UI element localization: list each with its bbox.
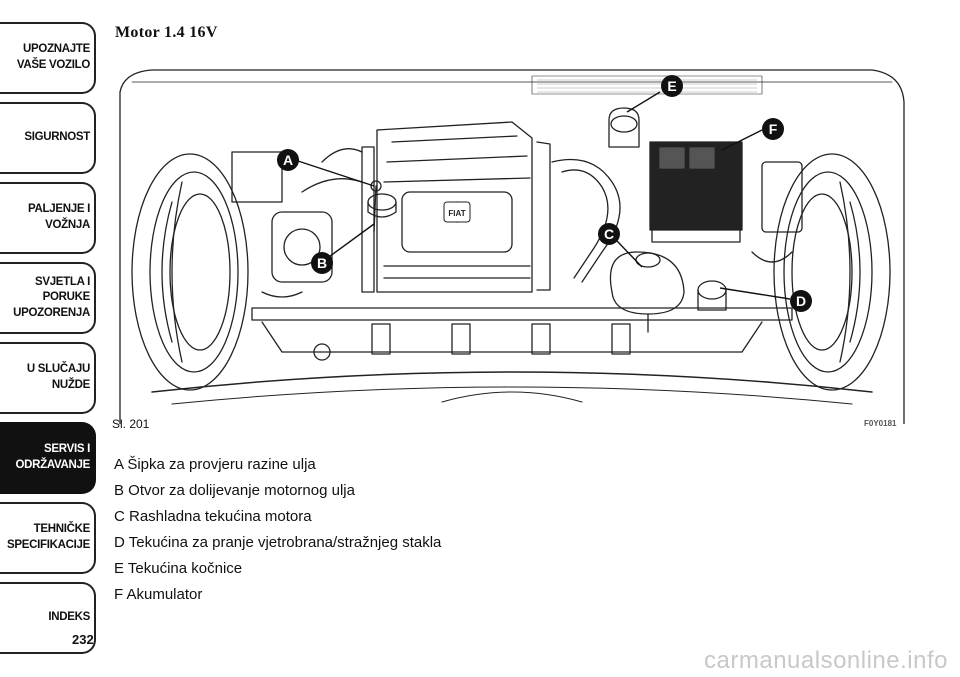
fiat-badge: FIAT	[448, 209, 465, 218]
callout-b: B	[311, 252, 333, 274]
engine-bay-drawing: FIAT A B C	[119, 69, 905, 424]
tab-svjetla-i-poruke[interactable]: SVJETLA I PORUKE UPOZORENJA	[0, 262, 96, 334]
callout-c: C	[598, 223, 620, 245]
tab-indeks[interactable]: INDEKS	[0, 582, 96, 654]
callout-c-label: C	[604, 226, 614, 242]
legend-item-c: C Rashladna tekućina motora	[114, 508, 312, 525]
figure-caption: Sl. 201	[112, 417, 150, 431]
callout-a: A	[277, 149, 299, 171]
callout-f: F	[762, 118, 784, 140]
callout-b-label: B	[317, 255, 327, 271]
component-legend: A Šipka za provjeru razine ulja B Otvor …	[114, 452, 441, 608]
legend-item-d: D Tekućina za pranje vjetrobrana/stražnj…	[114, 534, 442, 551]
legend-item-a: A Šipka za provjeru razine ulja	[114, 456, 316, 473]
legend-item-b: B Otvor za dolijevanje motornog ulja	[114, 482, 355, 499]
callout-e: E	[661, 75, 683, 97]
section-title: Motor 1.4 16V	[115, 24, 218, 41]
callout-e-label: E	[667, 78, 676, 94]
engine-bay-illustration: FIAT A B C	[112, 52, 912, 424]
tab-u-slucaju-nuzde[interactable]: U SLUČAJU NUŽDE	[0, 342, 96, 414]
page-number: 232	[72, 632, 94, 647]
figure-code: F0Y0181	[864, 419, 897, 428]
callout-d-label: D	[796, 293, 806, 309]
legend-item-f: F Akumulator	[114, 586, 203, 603]
tab-sigurnost[interactable]: SIGURNOST	[0, 102, 96, 174]
watermark: carmanualsonline.info	[704, 647, 948, 674]
tab-tehnicke-specifikacije[interactable]: TEHNIČKE SPECIFIKACIJE	[0, 502, 96, 574]
tab-paljenje-i-voznja[interactable]: PALJENJE I VOŽNJA	[0, 182, 96, 254]
callout-a-label: A	[283, 152, 293, 168]
callout-d: D	[790, 290, 812, 312]
tab-upoznajte-vase-vozilo[interactable]: UPOZNAJTE VAŠE VOZILO	[0, 22, 96, 94]
legend-item-e: E Tekućina kočnice	[114, 560, 243, 577]
callout-f-label: F	[769, 121, 778, 137]
tab-servis-i-odrzavanje[interactable]: SERVIS I ODRŽAVANJE	[0, 422, 96, 494]
